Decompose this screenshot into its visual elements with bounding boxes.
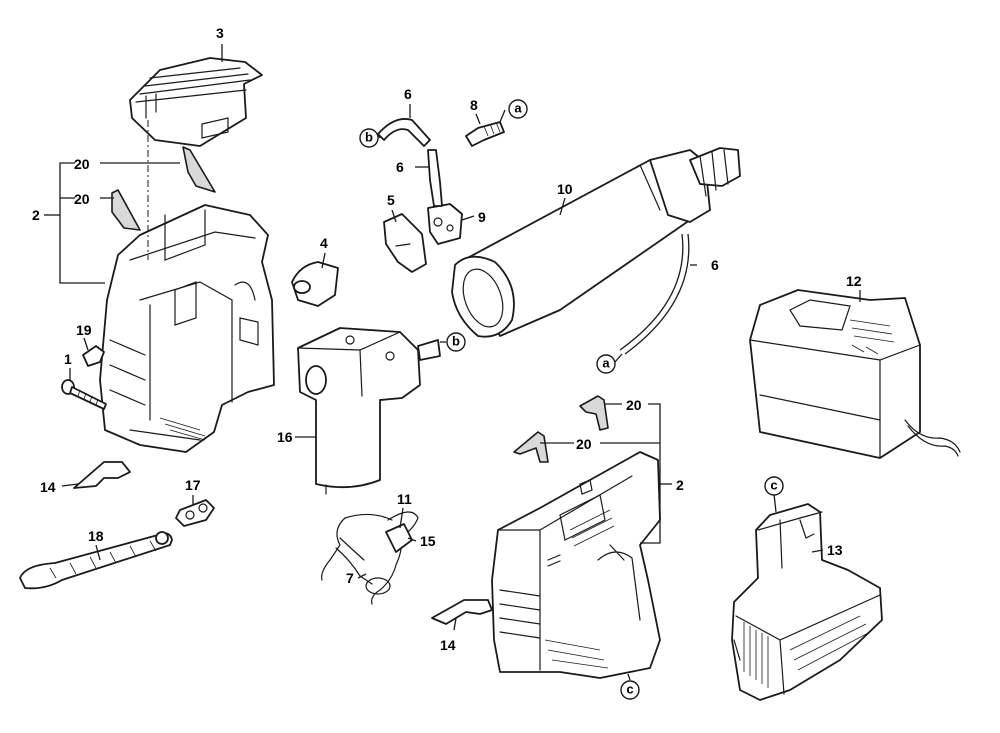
pump-motor-part-16	[297, 327, 441, 495]
callout-3: 3	[216, 25, 224, 41]
left-housing-half	[99, 204, 275, 453]
svg-text:a: a	[602, 356, 610, 371]
callout-14-right: 14	[440, 637, 456, 653]
callout-2-right: 2	[676, 477, 684, 493]
svg-text:a: a	[514, 101, 522, 116]
hose-part-6-middle	[427, 149, 443, 207]
right-housing-half	[491, 451, 661, 679]
callout-19: 19	[76, 322, 92, 338]
leader-lines	[44, 44, 861, 681]
ref-marker-a-bottom: a	[596, 354, 616, 374]
callout-15: 15	[420, 533, 436, 549]
ref-marker-c-battery: c	[764, 476, 784, 496]
callout-4: 4	[320, 235, 328, 251]
charger-part-12	[749, 289, 961, 459]
callout-20-left-top: 20	[74, 156, 90, 172]
ref-marker-c-housing: c	[620, 680, 640, 700]
callout-6-top: 6	[404, 86, 412, 102]
callout-14-left: 14	[40, 479, 56, 495]
top-cover-part-3	[129, 57, 263, 147]
callout-5: 5	[387, 192, 395, 208]
callout-20-left-bottom: 20	[74, 191, 90, 207]
wedge-part-20-upper-left	[182, 146, 216, 193]
switch-lever-part-14-left	[73, 461, 131, 489]
hose-part-6-right	[619, 233, 690, 355]
wedge-part-20-upper-right	[579, 395, 609, 431]
callout-6-right: 6	[711, 257, 719, 273]
svg-text:b: b	[365, 130, 373, 145]
switch-lever-part-14-right	[431, 599, 493, 625]
callout-8: 8	[470, 97, 478, 113]
ref-marker-b-left: b	[359, 128, 379, 148]
svg-text:c: c	[626, 682, 633, 697]
svg-text:c: c	[770, 478, 777, 493]
switch-part-5	[383, 213, 427, 273]
svg-text:b: b	[452, 334, 460, 349]
callout-13: 13	[827, 542, 843, 558]
callout-10: 10	[557, 181, 573, 197]
callout-7: 7	[346, 570, 354, 586]
hose-part-6-top	[377, 118, 431, 147]
callout-18: 18	[88, 528, 104, 544]
wedge-part-20-lower-right	[513, 431, 549, 463]
clip-part-19	[82, 345, 105, 367]
ref-marker-b-right: b	[446, 332, 466, 352]
washer-part-17	[175, 499, 215, 527]
callout-20-right-bottom: 20	[576, 436, 592, 452]
ref-marker-a-top: a	[508, 99, 528, 119]
callout-labels: 3 20 20 2 19 1 14 17 18 4 6 8 6 5 9 10 6…	[32, 25, 862, 653]
wrist-strap-part-18	[19, 531, 173, 590]
callout-20-right-top: 20	[626, 397, 642, 413]
reference-markers: a b b a c c	[359, 99, 784, 700]
callout-12: 12	[846, 273, 862, 289]
callout-17: 17	[185, 477, 201, 493]
valve-part-9	[427, 203, 463, 245]
nozzle-part-8	[465, 121, 505, 147]
wedge-part-20-lower-left	[111, 189, 141, 231]
battery-pack-part-13	[731, 503, 883, 701]
boot-part-4	[291, 261, 339, 307]
callout-1: 1	[64, 351, 72, 367]
cylinder-part-10	[451, 147, 741, 338]
callout-16: 16	[277, 429, 293, 445]
callout-9: 9	[478, 209, 486, 225]
callout-6-mid: 6	[396, 159, 404, 175]
callout-11: 11	[397, 491, 412, 507]
callout-2-left: 2	[32, 207, 40, 223]
screw-part-1	[61, 379, 107, 410]
